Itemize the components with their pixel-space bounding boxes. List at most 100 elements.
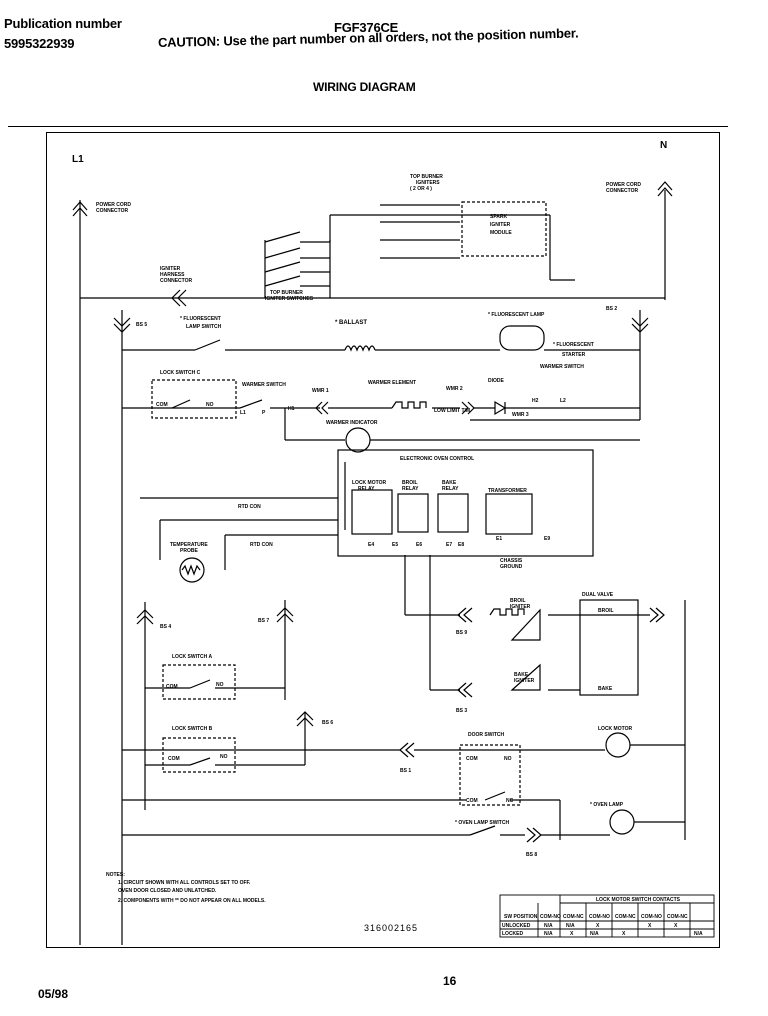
note-2: 2. COMPONENTS WITH ** DO NOT APPEAR ON A…	[118, 898, 266, 904]
switch-contacts-table	[499, 894, 715, 938]
model-number: FGF376CE	[334, 20, 399, 35]
n-label: N	[660, 140, 667, 151]
temp-probe-1: TEMPERATURE	[170, 542, 208, 548]
bake-relay-2: RELAY	[442, 486, 459, 492]
table-row-2-cell-1: N/A	[544, 931, 553, 937]
terminal-h2: H2	[532, 398, 539, 404]
fluorescent-starter-1: * FLUORESCENT	[553, 342, 594, 348]
bs4-label: BS 4	[160, 624, 171, 630]
table-col-4: COM-NC	[615, 914, 636, 920]
table-row-1-cell-5: X	[648, 923, 652, 929]
table-col-6: COM-NC	[667, 914, 688, 920]
broil-relay-1: BROIL	[402, 480, 418, 486]
ballast-label: * BALLAST	[335, 320, 367, 326]
table-row-2-cell-3: N/A	[590, 931, 599, 937]
spark-module-2: IGNITER	[490, 222, 511, 228]
bake-valve-label: BAKE	[598, 686, 613, 692]
table-row-1-cell-6: X	[674, 923, 678, 929]
power-cord-left-2: CONNECTOR	[96, 208, 129, 214]
top-burner-igniters-2: IGNITERS	[416, 180, 440, 186]
bs5-label: BS 5	[136, 322, 147, 328]
bs2-label: BS 2	[606, 306, 617, 312]
table-row-2-cell-6: N/A	[694, 931, 703, 937]
lock-switch-b-label: LOCK SWITCH B	[172, 726, 213, 732]
bake-igniter-1: BAKE	[514, 672, 529, 678]
burner-switches-2: IGNITER SWITCHES	[265, 296, 314, 302]
note-1: 1. CIRCUIT SHOWN WITH ALL CONTROLS SET T…	[118, 880, 251, 886]
power-cord-left-1: POWER CORD	[96, 202, 131, 208]
bs7-label: BS 7	[258, 618, 269, 624]
terminal-com-door-1: COM	[466, 756, 478, 762]
footer-date: 05/98	[38, 987, 69, 1001]
notes-label: NOTES:	[106, 872, 125, 878]
broil-igniter-1: BROIL	[510, 598, 526, 604]
harness-connector-2: HARNESS	[160, 272, 185, 278]
diagram-number: 316002165	[364, 923, 418, 933]
terminal-h1: H1	[288, 406, 295, 412]
wmr2-label: WMR 2	[446, 386, 463, 392]
power-cord-right-2: CONNECTOR	[606, 188, 639, 194]
page-number: 16	[443, 974, 457, 988]
warmer-switch-label: WARMER SWITCH	[242, 382, 286, 388]
bs3-label: BS 3	[456, 708, 467, 714]
terminal-no-c: NO	[206, 402, 214, 408]
note-1b: OVEN DOOR CLOSED AND UNLATCHED.	[118, 888, 217, 894]
terminal-com-b: COM	[168, 756, 180, 762]
publication-label: Publication number	[4, 16, 122, 31]
terminal-com-a: COM	[166, 684, 178, 690]
terminal-com-door-2: COM	[466, 798, 478, 804]
terminal-e6: E6	[416, 542, 422, 548]
eoc-label: ELECTRONIC OVEN CONTROL	[400, 456, 474, 462]
fluorescent-lamp-switch-2: LAMP SWITCH	[186, 324, 222, 330]
oven-lamp-label: * OVEN LAMP	[590, 802, 624, 808]
warmer-indicator-label: WARMER INDICATOR	[326, 420, 378, 426]
terminal-nc-door: NC	[506, 798, 514, 804]
table-corner: SW POSITION	[504, 914, 538, 920]
warmer-switch-top-label: WARMER SWITCH	[540, 364, 584, 370]
fluorescent-lamp-switch-1: * FLUORESCENT	[180, 316, 221, 322]
fluorescent-starter-2: STARTER	[562, 352, 586, 358]
terminal-no-b: NO	[220, 754, 228, 760]
broil-igniter-2: IGNITER	[510, 604, 531, 610]
terminal-no-door: NO	[504, 756, 512, 762]
lock-switch-a-label: LOCK SWITCH A	[172, 654, 212, 660]
terminal-p: P	[262, 410, 266, 416]
wmr1-label: WMR 1	[312, 388, 329, 394]
transformer-label: TRANSFORMER	[488, 488, 527, 494]
rtd-con-2: RTD CON	[250, 542, 273, 548]
broil-valve-label: BROIL	[598, 608, 614, 614]
lock-motor-label: LOCK MOTOR	[598, 726, 632, 732]
top-burner-igniters-3: ( 2 OR 4 )	[410, 186, 432, 192]
table-title: LOCK MOTOR SWITCH CONTACTS	[596, 897, 681, 903]
lock-switch-c-label: LOCK SWITCH C	[160, 370, 201, 376]
terminal-l2: L2	[560, 398, 566, 404]
table-col-1: COM-NO	[540, 914, 561, 920]
rtd-con-1: RTD CON	[238, 504, 261, 510]
terminal-no-a: NO	[216, 682, 224, 688]
dual-valve-label: DUAL VALVE	[582, 592, 614, 598]
table-row-2-label: LOCKED	[502, 931, 524, 937]
terminal-e4: E4	[368, 542, 374, 548]
top-burner-igniters-1: TOP BURNER	[410, 174, 443, 180]
door-switch-label: DOOR SWITCH	[468, 732, 504, 738]
table-col-3: COM-NO	[589, 914, 610, 920]
table-row-1-label: UNLOCKED	[502, 923, 531, 929]
table-row-1-cell-3: X	[596, 923, 600, 929]
diagram-frame	[46, 132, 720, 948]
lock-relay-2: RELAY	[358, 486, 375, 492]
harness-connector-3: CONNECTOR	[160, 278, 193, 284]
spark-module-1: SPARK	[490, 214, 508, 220]
terminal-e9: E9	[544, 536, 550, 542]
table-row-1-cell-1: N/A	[544, 923, 553, 929]
bake-igniter-2: IGNITER	[514, 678, 535, 684]
oven-lamp-switch-label: * OVEN LAMP SWITCH	[455, 820, 509, 826]
terminal-l1: L1	[240, 410, 246, 416]
table-row-1-cell-2: N/A	[566, 923, 575, 929]
table-row-2-cell-4: X	[622, 931, 626, 937]
low-limit-label: LOW LIMIT TIM	[434, 408, 470, 414]
table-col-5: COM-NO	[641, 914, 662, 920]
l1-label: L1	[72, 154, 84, 165]
publication-number: 5995322939	[4, 36, 75, 51]
fluorescent-lamp-label: * FLUORESCENT LAMP	[488, 312, 545, 318]
